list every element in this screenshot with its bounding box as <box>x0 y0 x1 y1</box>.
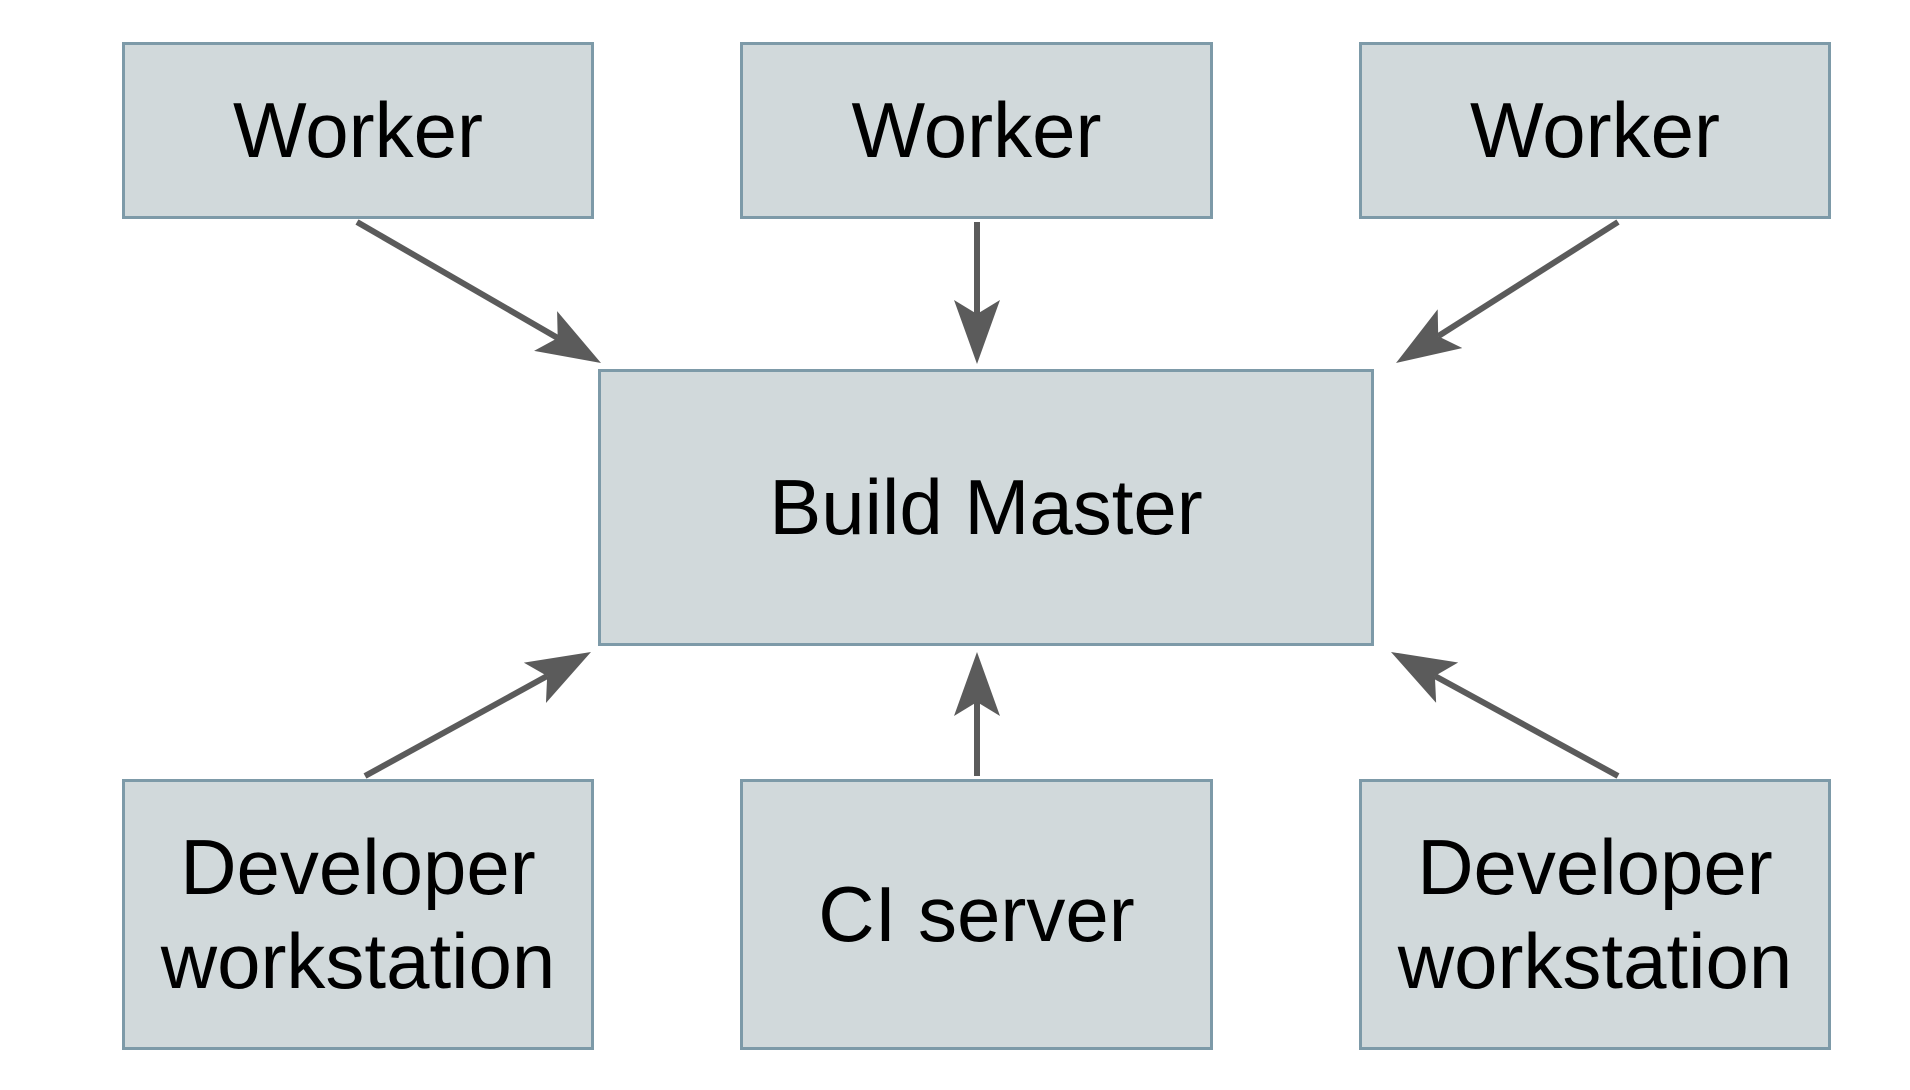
node-ci-server: CI server <box>740 779 1213 1050</box>
node-worker-2: Worker <box>740 42 1213 219</box>
node-build-master-label: Build Master <box>769 462 1203 551</box>
edge-dev-workstation-2-to-build-master <box>1391 651 1620 779</box>
node-developer-workstation-1: Developer workstation <box>122 779 594 1050</box>
edge-worker-1-to-build-master <box>355 219 601 363</box>
node-build-master: Build Master <box>598 369 1374 646</box>
node-developer-workstation-2: Developer workstation <box>1359 779 1831 1050</box>
edge-dev-workstation-1-to-build-master <box>363 652 592 779</box>
node-worker-3-label: Worker <box>1470 85 1720 174</box>
edge-worker-3-to-build-master <box>1395 219 1620 364</box>
node-worker-1-label: Worker <box>233 85 483 174</box>
node-developer-workstation-1-label: Developer workstation <box>160 822 556 1005</box>
node-developer-workstation-2-label: Developer workstation <box>1397 822 1793 1005</box>
node-worker-2-label: Worker <box>851 85 1102 174</box>
node-worker-1: Worker <box>122 42 594 219</box>
node-worker-3: Worker <box>1359 42 1831 219</box>
node-ci-server-label: CI server <box>818 869 1135 958</box>
